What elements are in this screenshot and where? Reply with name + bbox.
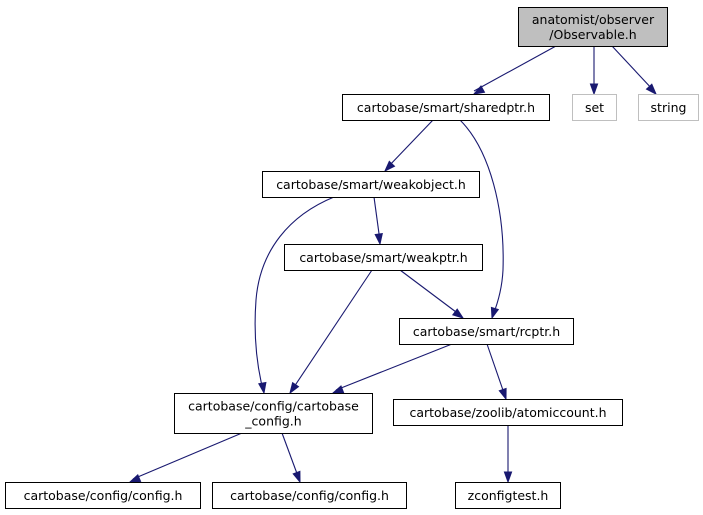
node-weakobject[interactable]: cartobase/smart/weakobject.h (262, 171, 480, 198)
node-box (174, 393, 373, 434)
node-box (572, 94, 617, 121)
node-label: cartobase/config/config.h (230, 488, 389, 503)
node-weakptr[interactable]: cartobase/smart/weakptr.h (284, 244, 483, 271)
node-box (393, 399, 623, 426)
arrowhead-icon (289, 381, 300, 395)
node-set[interactable]: set (572, 94, 617, 121)
node-box (518, 7, 668, 47)
edge-cartobase_config-to-config2 (281, 432, 301, 484)
edge-weakobject-to-cartobase_config (254, 196, 335, 395)
edge-line (291, 269, 373, 391)
edges-layer (128, 45, 658, 484)
node-box (638, 94, 699, 121)
node-label: string (651, 100, 687, 115)
arrowhead-icon (472, 85, 486, 95)
arrowhead-icon (490, 306, 500, 320)
edge-line (386, 119, 434, 169)
edge-line (611, 45, 655, 92)
edge-atomiccount-to-zconfigtest (503, 425, 513, 484)
node-label: _config.h (244, 414, 301, 429)
node-box (455, 482, 561, 509)
edge-rcptr-to-cartobase_config (331, 343, 453, 394)
edge-line (399, 269, 461, 316)
node-label: set (585, 100, 604, 115)
node-box (212, 482, 407, 509)
node-label: zconfigtest.h (468, 488, 549, 503)
node-box (262, 171, 480, 198)
node-box (5, 482, 201, 509)
arrowhead-icon (331, 385, 345, 394)
arrowhead-icon (374, 233, 383, 246)
node-string[interactable]: string (638, 94, 699, 121)
edge-observable-to-string (611, 45, 658, 96)
edge-weakptr-to-rcptr (399, 269, 465, 319)
node-box (342, 94, 550, 121)
node-cartobase_config[interactable]: cartobase/config/cartobase_config.h (174, 393, 373, 434)
arrowhead-icon (498, 387, 507, 401)
edge-line (254, 196, 335, 391)
edge-sharedptr-to-weakobject (383, 119, 434, 173)
edge-observable-to-set (589, 46, 599, 96)
edge-line (486, 343, 506, 397)
arrowhead-icon (451, 308, 465, 319)
node-rcptr[interactable]: cartobase/smart/rcptr.h (399, 318, 574, 345)
edge-line (335, 343, 453, 391)
arrowhead-icon (128, 473, 142, 483)
node-sharedptr[interactable]: cartobase/smart/sharedptr.h (342, 94, 550, 121)
edge-sharedptr-to-rcptr (459, 119, 504, 320)
node-label: cartobase/smart/weakobject.h (276, 177, 466, 192)
edge-rcptr-to-atomiccount (486, 343, 507, 401)
node-label: cartobase/smart/sharedptr.h (357, 100, 535, 115)
edge-line (473, 45, 557, 92)
node-label: cartobase/config/cartobase (188, 399, 359, 414)
arrowhead-icon (292, 470, 301, 484)
node-config2[interactable]: cartobase/config/config.h (212, 482, 407, 509)
edge-line (132, 432, 243, 480)
arrowhead-icon (258, 381, 267, 395)
edge-observable-to-sharedptr (472, 45, 557, 95)
node-box (284, 244, 483, 271)
edge-weakptr-to-cartobase_config (289, 269, 373, 395)
arrowhead-icon (383, 160, 396, 173)
node-label: cartobase/smart/weakptr.h (299, 250, 467, 265)
node-label: /Observable.h (549, 27, 636, 42)
node-observable[interactable]: anatomist/observer/Observable.h (518, 7, 668, 47)
node-label: cartobase/smart/rcptr.h (413, 324, 560, 339)
arrowhead-icon (503, 471, 513, 484)
node-label: anatomist/observer (532, 12, 655, 27)
node-label: cartobase/zoolib/atomiccount.h (409, 405, 606, 420)
arrowhead-icon (645, 83, 658, 96)
node-config1[interactable]: cartobase/config/config.h (5, 482, 201, 509)
node-box (399, 318, 574, 345)
edge-line (459, 119, 504, 316)
node-zconfigtest[interactable]: zconfigtest.h (455, 482, 561, 509)
edge-line (281, 432, 300, 480)
node-label: cartobase/config/config.h (24, 488, 183, 503)
edge-weakobject-to-weakptr (373, 196, 383, 246)
arrowhead-icon (589, 83, 599, 96)
edge-cartobase_config-to-config1 (128, 432, 243, 483)
nodes-layer: anatomist/observer/Observable.h cartobase… (5, 7, 699, 509)
node-atomiccount[interactable]: cartobase/zoolib/atomiccount.h (393, 399, 623, 426)
